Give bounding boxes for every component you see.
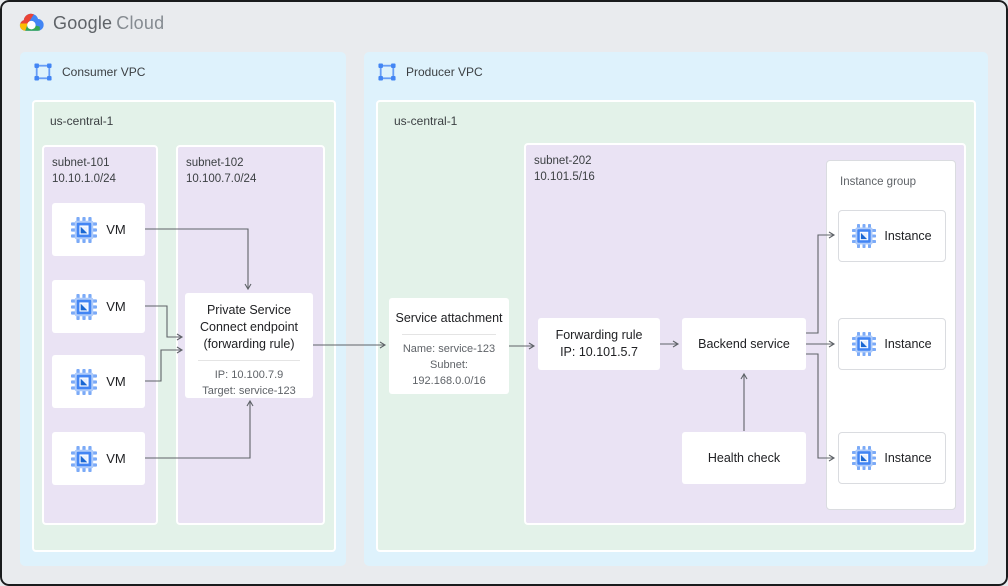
forwarding-rule-card: Forwarding rule IP: 10.101.5.7 [538,318,660,370]
vm-node-3: VM [52,355,145,408]
producer-vpc-label-row: Producer VPC [378,63,483,81]
vm-label: VM [106,374,126,389]
producer-region-label: us-central-1 [394,114,458,128]
instance-label: Instance [884,337,932,351]
forwarding-rule-ip: IP: 10.101.5.7 [560,345,638,359]
divider [402,333,496,335]
vm-node-2: VM [52,280,145,333]
psc-endpoint-target: Target: service-123 [202,384,296,397]
compute-engine-icon [852,332,876,356]
service-attachment-card: Service attachment Name: service-123 Sub… [389,298,509,394]
producer-vpc-label: Producer VPC [406,65,483,79]
subnet-101-name: subnet-101 [52,157,110,169]
vm-node-4: VM [52,432,145,485]
vpc-network-icon [34,63,52,81]
service-attachment-name: Name: service-123 [402,342,496,355]
subnet-202-cidr: 10.101.5/16 [534,171,595,184]
compute-engine-icon [852,224,876,248]
subnet-202-name: subnet-202 [534,155,592,167]
google-cloud-icon [18,13,45,34]
health-check-card: Health check [682,432,806,484]
compute-engine-icon [71,217,97,243]
compute-engine-icon [71,294,97,320]
instance-node-3: Instance [838,432,946,484]
logo-text-cloud: Cloud [116,13,165,33]
subnet-101-label: subnet-101 10.10.1.0/24 [52,155,116,187]
forwarding-rule-title: Forwarding rule [555,328,643,343]
consumer-region-label: us-central-1 [50,114,114,128]
logo-text-google: Google [53,13,113,33]
consumer-vpc-label: Consumer VPC [62,65,146,79]
service-attachment-title: Service attachment [395,311,503,325]
instance-group-label: Instance group [840,176,917,188]
instance-label: Instance [884,451,932,465]
backend-service-card: Backend service [682,318,806,370]
backend-service-label: Backend service [698,336,790,351]
subnet-101-cidr: 10.10.1.0/24 [52,173,116,186]
health-check-label: Health check [707,450,781,465]
subnet-102-cidr: 10.100.7.0/24 [186,173,257,186]
psc-endpoint-ip: IP: 10.100.7.9 [214,368,284,381]
service-attachment-subnet-label: Subnet: [430,358,468,371]
vm-node-1: VM [52,203,145,256]
subnet-102-label: subnet-102 10.100.7.0/24 [186,155,256,187]
compute-engine-icon [71,369,97,395]
vm-label: VM [106,451,126,466]
subnet-202-label: subnet-202 10.101.5/16 [534,153,595,185]
vpc-network-icon [378,63,396,81]
subnet-102-name: subnet-102 [186,157,244,169]
service-attachment-subnet-cidr: 192.168.0.0/16 [412,374,486,387]
consumer-vpc-label-row: Consumer VPC [34,63,145,81]
instance-node-2: Instance [838,318,946,370]
instance-label: Instance [884,229,932,243]
vm-label: VM [106,222,126,237]
compute-engine-icon [852,446,876,470]
vm-label: VM [106,299,126,314]
psc-endpoint-title: Private Service Connect endpoint (forwar… [200,303,298,351]
psc-endpoint-card: Private Service Connect endpoint (forwar… [185,293,313,398]
instance-node-1: Instance [838,210,946,262]
divider [198,359,300,361]
compute-engine-icon [71,446,97,472]
